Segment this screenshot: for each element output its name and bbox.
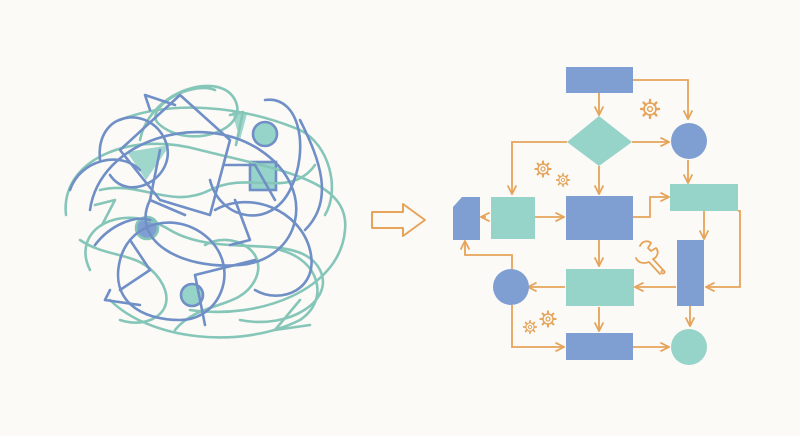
flowchart-process-node — [491, 197, 535, 239]
chaos-blue-scribbles — [68, 93, 324, 327]
gear-icon — [534, 160, 552, 178]
right-arrow-outline-icon — [371, 203, 426, 237]
flowchart-end-node — [566, 333, 633, 360]
flowchart — [453, 67, 741, 365]
gear-icon — [639, 98, 661, 120]
tangled-chaos — [64, 84, 347, 339]
flowchart-decision-node — [567, 116, 632, 166]
chaos-circle-shape — [251, 120, 279, 148]
flowchart-circle-node — [493, 269, 529, 305]
wrench-icon — [635, 240, 666, 275]
chaos-mint-scribbles — [64, 84, 347, 339]
flowchart-connectors — [465, 79, 741, 347]
gear-icon — [522, 319, 538, 335]
flowchart-document-node — [453, 197, 480, 240]
flowchart-process-node — [677, 240, 704, 306]
flowchart-end-circle-node — [671, 329, 707, 365]
flowchart-circle-node — [671, 123, 707, 159]
gear-icon — [555, 172, 571, 188]
gear-icon — [539, 310, 557, 328]
flowchart-process-node — [566, 269, 634, 306]
flowchart-start-node — [566, 67, 633, 93]
flowchart-process-node — [670, 184, 738, 211]
flowchart-process-node — [566, 196, 633, 240]
